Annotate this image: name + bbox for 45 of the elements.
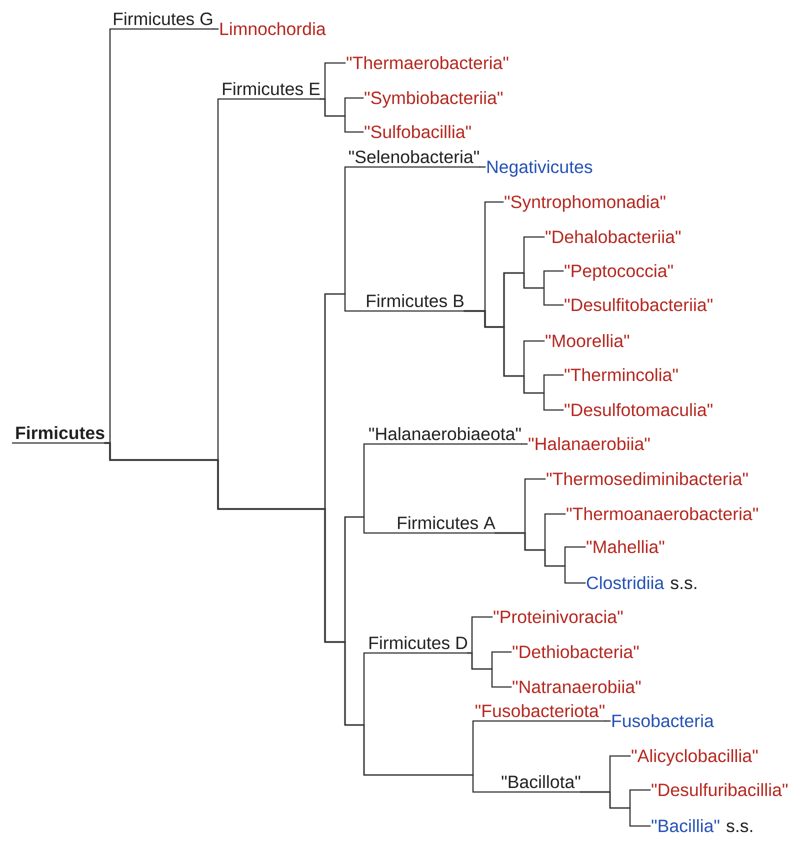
- note-text: s.s.: [726, 822, 752, 832]
- clade-label: "Selenobacteria": [349, 150, 479, 164]
- taxon-label: Fusobacteria: [612, 714, 714, 728]
- taxon-label: "Dehalobacteriia": [546, 230, 681, 244]
- branch-line: [212, 28, 219, 30]
- taxon-label: "Moorellia": [546, 334, 630, 348]
- clade-label: Firmicutes B: [367, 294, 464, 308]
- taxon-label: "Desulfotomaculia": [564, 403, 712, 416]
- taxon-label: "Mahellia": [586, 540, 664, 554]
- branch-line: [520, 443, 528, 445]
- clade-label: "Fusobacteriota": [476, 704, 604, 718]
- branch-line: [604, 720, 611, 722]
- clade-label: Firmicutes E: [223, 82, 320, 96]
- taxon-label: Clostridiia: [586, 576, 664, 590]
- root-label: Firmicutes: [12, 426, 110, 444]
- taxon-label: "Bacillia": [652, 819, 720, 832]
- taxon-label: "Halanaerobiia": [528, 437, 650, 450]
- taxon-label: "Alicyclobacillia": [632, 749, 758, 766]
- taxon-label: "Thermaerobacteria": [346, 56, 508, 70]
- taxon-label: "Sulfobacillia": [364, 125, 471, 138]
- taxon-label: "Thermosediminibacteria": [546, 472, 748, 486]
- taxon-label: "Dethiobacteria": [512, 645, 639, 658]
- branch-line: [494, 532, 586, 584]
- clade-label: Firmicutes D: [370, 636, 468, 650]
- branch-line: [464, 310, 564, 411]
- taxon-label: Limnochordia: [220, 22, 326, 36]
- branch-line: [580, 791, 651, 827]
- taxon-label: "Desulfitobacteriia": [564, 298, 712, 312]
- taxon-label: "Natranaerobiia": [512, 680, 641, 694]
- clade-label: "Halanaerobiaeota": [369, 427, 521, 440]
- branch-line: [467, 652, 512, 688]
- taxon-label: "Desulfuribacillia": [652, 783, 788, 796]
- branch-line: [479, 166, 486, 168]
- clade-label: Firmicutes A: [398, 516, 496, 530]
- taxon-label: "Symbiobacteriia": [364, 91, 502, 108]
- taxon-label: "Thermincolia": [564, 368, 678, 382]
- taxon-label: "Thermoanaerobacteria": [566, 507, 758, 520]
- clade-label: "Bacillota": [502, 775, 580, 788]
- clade-label: Firmicutes G: [114, 12, 212, 26]
- taxon-label: Negativicutes: [487, 160, 592, 177]
- taxon-label: "Peptococcia": [564, 264, 673, 281]
- taxon-label: "Syntrophomonadia": [504, 195, 666, 212]
- taxon-label: "Proteinivoracia": [494, 610, 623, 624]
- note-text: s.s.: [670, 579, 696, 590]
- branch-line: [320, 98, 364, 133]
